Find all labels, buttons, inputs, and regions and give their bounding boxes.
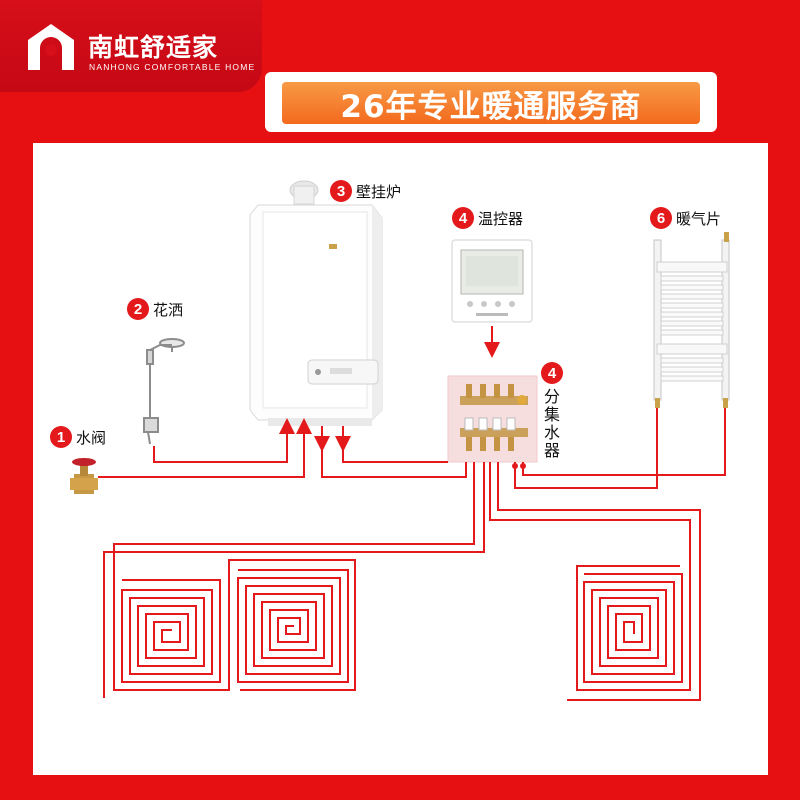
badge-boiler: 3 xyxy=(330,180,352,202)
label-shower: 2 花洒 xyxy=(127,298,183,320)
towel-radiator xyxy=(653,232,730,408)
label-thermostat: 4 温控器 xyxy=(452,207,523,229)
label-manifold-text: 分 集 水 器 xyxy=(542,388,562,460)
label-valve-text: 水阀 xyxy=(76,428,107,447)
badge-shower: 2 xyxy=(127,298,149,320)
label-radiator: 6 暖气片 xyxy=(650,207,721,229)
label-valve: 1 水阀 xyxy=(50,426,106,448)
manifold-ports xyxy=(512,463,526,469)
diagram-panel xyxy=(33,143,768,775)
header-title: 26年专业暖通服务商 xyxy=(340,88,642,125)
shower-fixture xyxy=(143,338,185,445)
badge-radiator: 6 xyxy=(650,207,672,229)
manifold-char-2: 集 xyxy=(543,405,560,424)
label-thermostat-text: 温控器 xyxy=(478,209,524,228)
manifold-char-1: 分 xyxy=(543,387,560,406)
manifold-char-4: 器 xyxy=(543,441,560,460)
badge-manifold: 4 xyxy=(541,362,563,384)
pipe-flow-arrows xyxy=(279,418,351,452)
brand-logo: 南虹舒适家 NANHONG COMFORTABLE HOME xyxy=(0,0,262,92)
house-logo-icon xyxy=(28,24,74,70)
thermostat-device xyxy=(451,239,533,323)
water-valve xyxy=(70,458,98,494)
brand-name-en: NANHONG COMFORTABLE HOME xyxy=(89,62,256,72)
manifold-unit xyxy=(447,375,538,463)
badge-thermostat: 4 xyxy=(452,207,474,229)
label-shower-text: 花洒 xyxy=(153,300,184,319)
brand-name-cn: 南虹舒适家 xyxy=(88,33,219,62)
label-radiator-text: 暖气片 xyxy=(676,209,722,228)
label-boiler-text: 壁挂炉 xyxy=(356,182,402,201)
badge-valve: 1 xyxy=(50,426,72,448)
label-manifold: 4 xyxy=(541,362,563,384)
label-boiler: 3 壁挂炉 xyxy=(330,180,401,202)
pipe-network xyxy=(98,408,726,489)
floor-heating-loops xyxy=(103,462,701,701)
header-title-box: 26年专业暖通服务商 xyxy=(282,82,700,125)
wall-boiler xyxy=(249,180,383,426)
manifold-char-3: 水 xyxy=(543,423,560,442)
